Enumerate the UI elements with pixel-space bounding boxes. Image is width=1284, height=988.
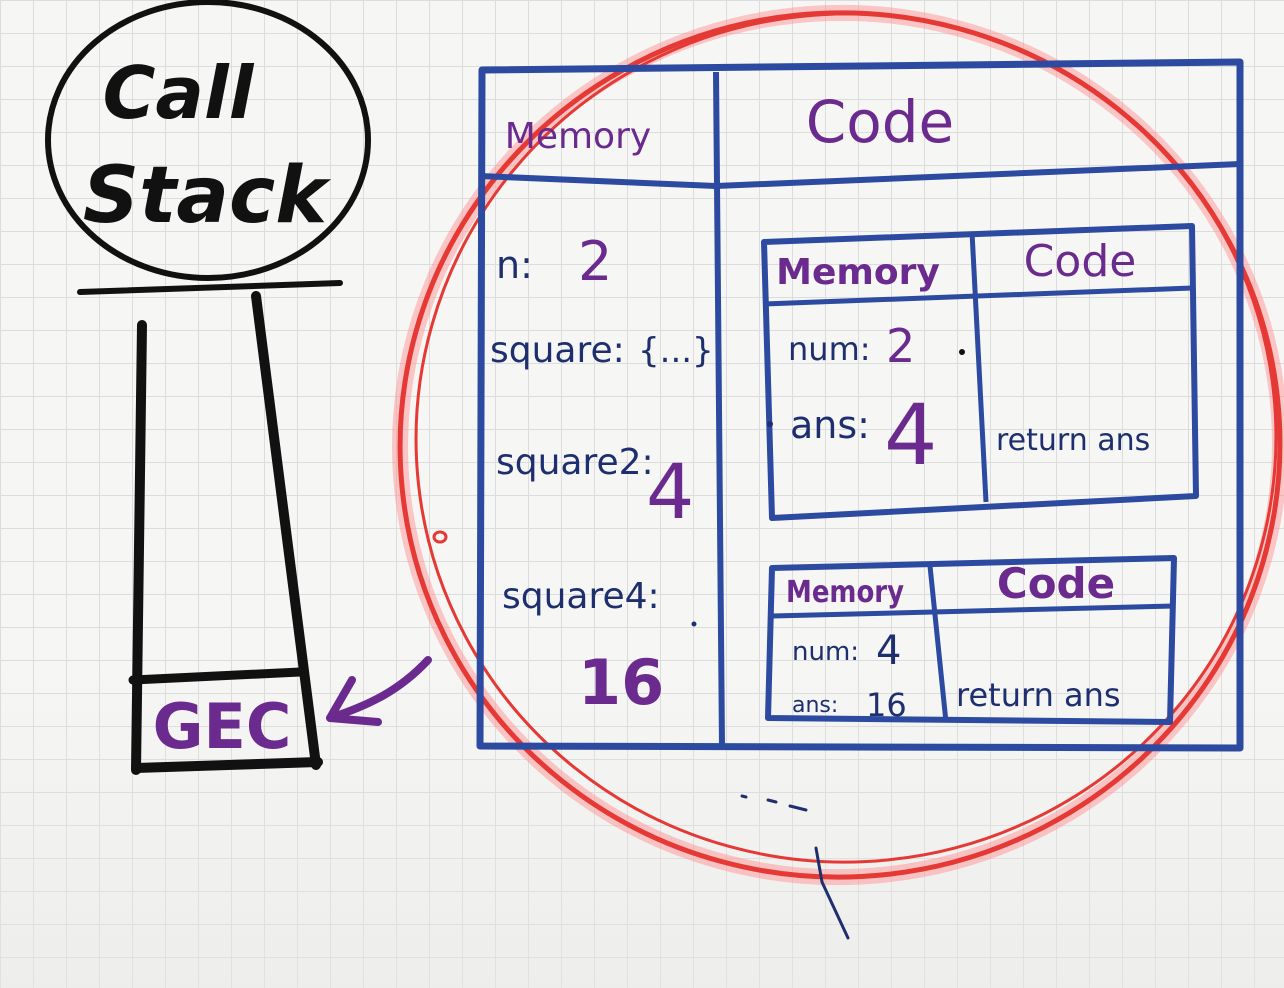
memory-entry-square4-value: 16: [578, 646, 664, 719]
ctx2-num-value: 4: [876, 628, 901, 674]
call-stack-title-line2: Stack: [83, 151, 331, 241]
call-stack-right-wall: [251, 291, 321, 770]
gec-frame-top: [128, 667, 305, 685]
memory-entry-n-key: n:: [496, 243, 533, 287]
ctx2-column-divider: [927, 565, 949, 723]
ctx2-header-divider: [771, 603, 1175, 619]
memory-entry-square-value: {...}: [638, 331, 714, 371]
call-stack: Call Stack GEC: [45, 0, 432, 775]
call-stack-title-line1: Call: [103, 51, 255, 135]
ctx1-num-key: num:: [788, 330, 871, 368]
ctx1-code-text: return ans: [996, 423, 1150, 458]
ctx1-num-value: 2: [886, 319, 915, 373]
gec-column-divider: [713, 71, 725, 747]
ctx1-column-divider: [969, 231, 989, 503]
gec-code-header: Code: [806, 88, 954, 156]
call-stack-bottom: [131, 757, 323, 773]
memory-entry-square4-key: square4:: [502, 576, 660, 617]
memory-entry-square-key: square:: [490, 330, 625, 371]
memory-entry-square2-key: square2:: [496, 442, 654, 483]
ctx1-ans-value: 4: [884, 386, 937, 484]
gec-memory-header: Memory: [505, 116, 651, 157]
ctx2-ans-key: ans:: [792, 693, 838, 718]
gec-arrow: [326, 656, 432, 726]
memory-entry-square2-value: 4: [646, 447, 694, 536]
ctx2-num-key: num:: [792, 637, 859, 667]
call-stack-title-circle: [45, 0, 371, 281]
memory-entry-n-value: 2: [578, 230, 612, 293]
inner-execution-context-1: Memory Code num: 2 ans: 4 return ans: [761, 223, 1199, 521]
gec-header-divider: [479, 161, 1241, 190]
ctx1-memory-header: Memory: [776, 252, 940, 293]
inner-execution-context-2: Memory Code num: 4 ans: 16 return ans: [765, 555, 1177, 725]
gec-outer-box: [476, 58, 1244, 752]
global-execution-context: Memory Code n: 2 square: {...} square2: …: [476, 58, 1244, 752]
ctx2-box: [765, 555, 1177, 725]
ctx2-code-header: Code: [997, 559, 1115, 608]
call-stack-left-wall: [131, 320, 147, 775]
stray-red-mark: [432, 530, 448, 544]
ctx2-ans-value: 16: [866, 686, 907, 724]
ctx2-code-text: return ans: [956, 676, 1121, 714]
call-stack-top-line: [77, 280, 343, 295]
ctx1-header-divider: [763, 285, 1193, 307]
ctx2-memory-header: Memory: [786, 575, 904, 610]
gec-frame-label: GEC: [153, 690, 292, 763]
highlight-circle: [392, 4, 1284, 886]
ctx1-code-header: Code: [1024, 236, 1137, 287]
ctx1-ans-key: ans:: [790, 403, 870, 447]
stray-pen-marks: [691, 349, 965, 940]
